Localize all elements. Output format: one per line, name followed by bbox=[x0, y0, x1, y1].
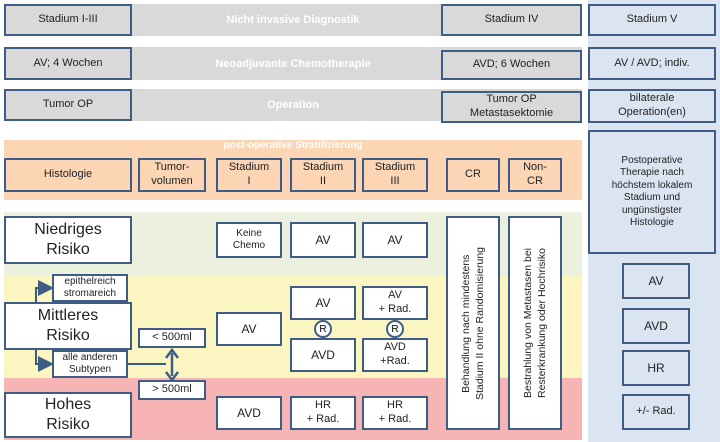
mid-s3-randomization: R bbox=[386, 320, 404, 338]
stadium-2-header: Stadium II bbox=[290, 158, 356, 192]
high-s2-cell: HR + Rad. bbox=[290, 396, 356, 430]
andere-subtypen-box: alle anderen Subtypen bbox=[52, 350, 128, 378]
volume-small-box: < 500ml bbox=[138, 328, 206, 348]
stadium-5-postop-box: Postoperative Therapie nach höchstem lok… bbox=[588, 130, 716, 254]
histologie-header: Histologie bbox=[4, 158, 132, 192]
niedriges-risiko-box: Niedriges Risiko bbox=[4, 216, 132, 264]
stadium-5-box: Stadium V bbox=[588, 4, 716, 36]
mid-s1-cell: AV bbox=[216, 312, 282, 346]
volume-double-arrow bbox=[165, 347, 179, 383]
cr-header: CR bbox=[446, 158, 500, 192]
stadium-4-box: Stadium IV bbox=[441, 4, 582, 36]
stadium-5-chemo-box: AV / AVD; indiv. bbox=[588, 47, 716, 80]
hohes-risiko-box: Hohes Risiko bbox=[4, 392, 132, 438]
mittleres-risiko-box: Mittleres Risiko bbox=[4, 302, 132, 350]
cr-treatment-box: Behandlung nach mindestens Stadium II oh… bbox=[446, 216, 500, 430]
operation-label: Operation bbox=[267, 99, 319, 111]
cr-treatment-text: Behandlung nach mindestens Stadium II oh… bbox=[459, 246, 486, 400]
volume-large-box: > 500ml bbox=[138, 380, 206, 400]
epithelreich-box: epithelreich stromareich bbox=[52, 274, 128, 302]
stadium-5-option-av: AV bbox=[622, 263, 690, 299]
low-s3-cell: AV bbox=[362, 222, 428, 258]
tumor-op-box: Tumor OP bbox=[4, 89, 132, 121]
stadium-5-option-avd: AVD bbox=[622, 308, 690, 344]
andere-arrow bbox=[35, 350, 54, 372]
low-s1-cell: Keine Chemo bbox=[216, 222, 282, 258]
stadium-5-option-hr: HR bbox=[622, 350, 690, 386]
mid-s2-top-cell: AV bbox=[290, 286, 356, 320]
av-4-wochen-box: AV; 4 Wochen bbox=[4, 47, 132, 80]
stadium-5-operation-box: bilaterale Operation(en) bbox=[588, 89, 716, 123]
mid-s3-top-cell: AV + Rad. bbox=[362, 286, 428, 320]
noncr-treatment-text: Bestrahlung von Metastasen bei Resterkra… bbox=[521, 247, 548, 398]
mid-s2-bottom-cell: AVD bbox=[290, 338, 356, 372]
stratification-title: post-operative Stratifizierung bbox=[223, 140, 363, 151]
metastasektomie-box: Tumor OP Metastasektomie bbox=[441, 91, 582, 123]
chemo-label: Neoadjuvante Chemotherapie bbox=[215, 57, 371, 70]
mid-s2-randomization: R bbox=[314, 320, 332, 338]
stadium-3-header: Stadium III bbox=[362, 158, 428, 192]
epithelreich-arrow bbox=[35, 280, 54, 302]
avd-6-wochen-box: AVD; 6 Wochen bbox=[441, 50, 582, 80]
stadium-1-header: Stadium I bbox=[216, 158, 282, 192]
noncr-treatment-box: Bestrahlung von Metastasen bei Resterkra… bbox=[508, 216, 562, 430]
stadium-5-option-rad: +/- Rad. bbox=[622, 394, 690, 430]
diagnostik-label: Nicht invasive Diagnostik bbox=[226, 14, 360, 26]
stadium-1-3-box: Stadium I-III bbox=[4, 4, 132, 36]
high-s3-cell: HR + Rad. bbox=[362, 396, 428, 430]
noncr-header: Non- CR bbox=[508, 158, 562, 192]
mid-s3-bottom-cell: AVD +Rad. bbox=[362, 338, 428, 372]
tumorvolumen-header: Tumor- volumen bbox=[138, 158, 206, 192]
low-s2-cell: AV bbox=[290, 222, 356, 258]
high-s1-cell: AVD bbox=[216, 396, 282, 430]
